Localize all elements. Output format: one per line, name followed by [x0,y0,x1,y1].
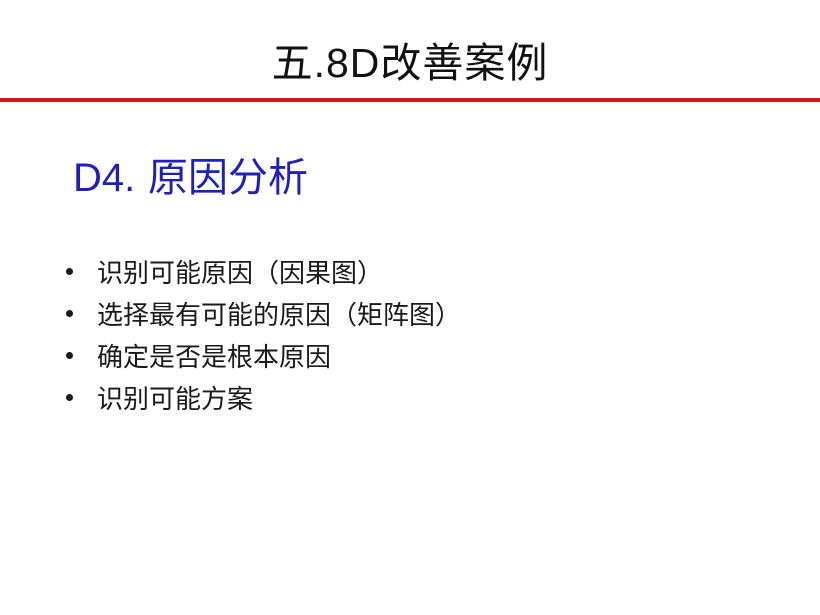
heading-text: 原因分析 [135,155,308,201]
bullet-item: 识别可能原因（因果图） [64,250,461,292]
bullet-item: 确定是否是根本原因 [64,334,461,376]
bullet-text: 识别可能方案 [97,384,254,415]
slide-title: 五.8D改善案例 [0,38,820,88]
section-heading: D4. 原因分析 [73,152,308,204]
bullet-text: 选择最有可能的原因（矩阵图） [97,300,462,331]
bullet-text: 确定是否是根本原因 [97,342,332,373]
bullet-icon [66,267,73,275]
title-suffix: 改善案例 [380,39,549,87]
title-prefix: 五 [271,39,314,87]
bullet-item: 选择最有可能的原因（矩阵图） [64,292,461,334]
bullet-icon [66,393,73,401]
bullet-item: 识别可能方案 [64,376,461,418]
bullet-icon [66,309,73,317]
bullet-text: 识别可能原因（因果图） [97,258,384,289]
bullet-icon [66,351,73,359]
title-divider-rule [0,98,820,102]
bullet-list: 识别可能原因（因果图） 选择最有可能的原因（矩阵图） 确定是否是根本原因 识别可… [64,250,461,418]
title-latin: .8D [313,40,381,86]
heading-latin: D4. [73,156,136,200]
